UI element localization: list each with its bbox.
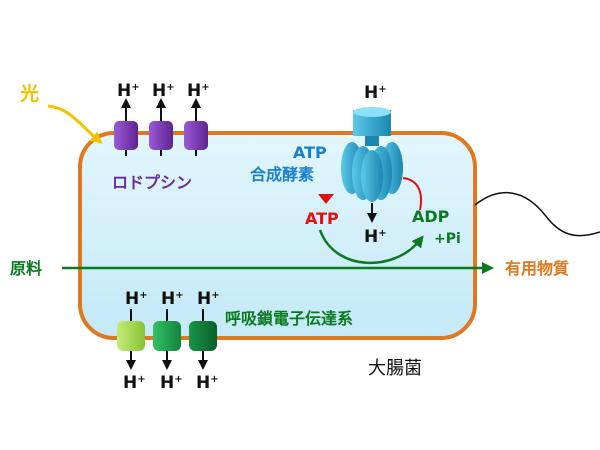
respiratory-chain-label: 呼吸鎖電子伝達系 — [225, 309, 353, 328]
light-label: 光 — [19, 82, 39, 105]
svg-text:H+: H+ — [125, 289, 148, 309]
rhodopsin-label: ロドプシン — [112, 173, 192, 192]
svg-text:H+: H+ — [161, 289, 184, 309]
svg-text:H+: H+ — [160, 373, 183, 393]
svg-text:H+: H+ — [123, 373, 146, 393]
respiratory-chain-unit: H+ H+ — [153, 289, 184, 393]
adp-label: ADP — [412, 207, 450, 226]
atp-consumption-arrow — [318, 229, 424, 265]
svg-text:H+: H+ — [364, 227, 387, 247]
rhodopsin-unit: H+ — [184, 81, 210, 156]
ecoli-label: 大腸菌 — [368, 358, 422, 379]
atp-red-arrowhead — [318, 194, 334, 204]
rhodopsin-group: H+ H+ H+ — [114, 81, 210, 156]
raw-material-label: 原料 — [10, 259, 42, 278]
svg-text:H+: H+ — [196, 373, 219, 393]
svg-text:H+: H+ — [197, 289, 220, 309]
pi-label: +Pi — [434, 231, 461, 247]
flagellum — [474, 191, 600, 237]
light-arrow — [47, 104, 103, 144]
respiratory-chain-unit: H+ H+ — [117, 289, 148, 393]
atp-synthase: H+ H+ — [341, 83, 403, 247]
atp-synthase-label-line1: ATP — [293, 143, 327, 162]
atp-label: ATP — [305, 209, 339, 228]
respiratory-chain-group: H+ H+ H+ H+ H+ H+ — [117, 289, 220, 393]
rhodopsin-unit: H+ — [114, 81, 140, 156]
svg-text:H+: H+ — [117, 81, 140, 101]
svg-text:H+: H+ — [152, 81, 175, 101]
atp-synthase-label-line2: 合成酵素 — [250, 165, 314, 184]
useful-substance-label: 有用物質 — [505, 259, 569, 278]
adp-to-atp-arrow — [402, 177, 422, 211]
cell-membrane — [78, 131, 477, 340]
svg-text:H+: H+ — [187, 81, 210, 101]
rhodopsin-unit: H+ — [149, 81, 175, 156]
respiratory-chain-unit: H+ H+ — [189, 289, 220, 393]
svg-text:H+: H+ — [364, 83, 387, 103]
